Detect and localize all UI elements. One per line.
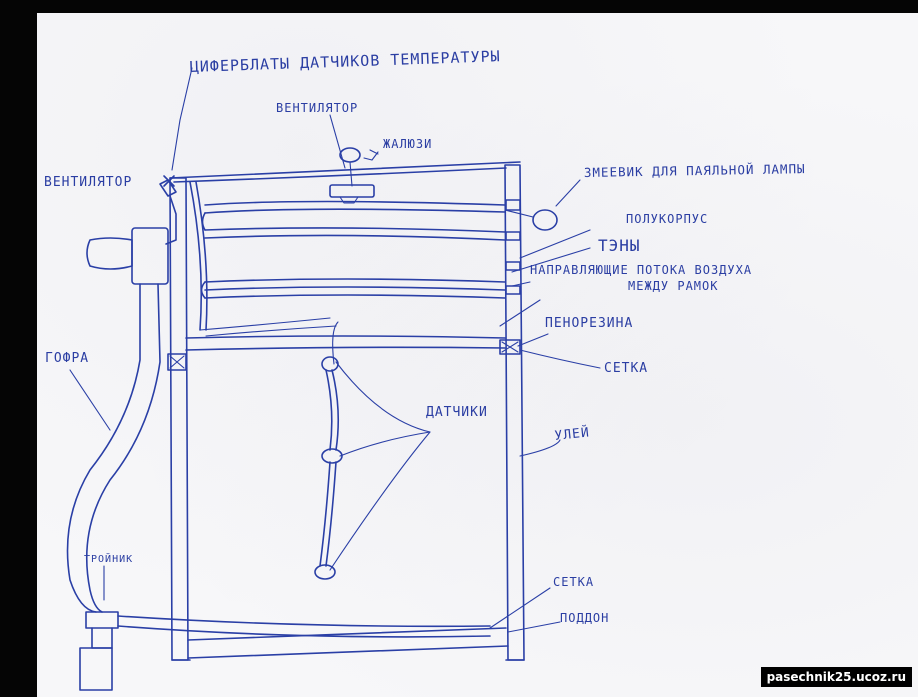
label-thermo-dials: ЦИФЕРБЛАТЫ ДАТЧИКОВ ТЕМПЕРАТУРЫ xyxy=(190,47,501,76)
coil-riser xyxy=(189,181,337,337)
label-fan-top: ВЕНТИЛЯТОР xyxy=(276,101,358,115)
sensors xyxy=(314,321,343,580)
label-tee: ТРОЙНИК xyxy=(84,552,133,565)
left-fan-and-hose xyxy=(66,175,177,613)
label-half-body: ПОЛУКОРПУС xyxy=(626,212,708,226)
top-fan xyxy=(329,147,379,204)
label-foam: ПЕНОРЕЗИНА xyxy=(545,316,633,331)
label-corrugation: ГОФРА xyxy=(45,351,89,366)
frame-bars xyxy=(167,199,521,371)
label-mesh-bottom: СЕТКА xyxy=(553,575,594,589)
tee-and-tray-pipe xyxy=(79,611,491,691)
label-airflow-guides: НАПРАВЛЯЮЩИЕ ПОТОКА ВОЗДУХА xyxy=(530,263,752,277)
label-louvers: ЖАЛЮЗИ xyxy=(383,137,432,151)
label-coil: ЗМЕЕВИК ДЛЯ ПАЯЛЬНОЙ ЛАМПЫ xyxy=(584,161,806,180)
hive-body xyxy=(169,161,525,661)
label-airflow-guides-2: МЕЖДУ РАМОК xyxy=(628,279,718,293)
label-sensors: ДАТЧИКИ xyxy=(426,405,488,420)
heaters xyxy=(200,278,506,299)
label-fan-left: ВЕНТИЛЯТОР xyxy=(44,175,132,190)
label-hive: УЛЕЙ xyxy=(554,424,591,444)
leader-lines xyxy=(69,67,601,633)
label-mesh-top: СЕТКА xyxy=(604,361,648,376)
label-heaters: ТЭНЫ xyxy=(598,236,641,255)
coil-serpentine xyxy=(201,200,558,241)
label-tray: ПОДДОН xyxy=(560,611,609,625)
sketch-paper xyxy=(37,13,918,697)
site-watermark: pasechnik25.ucoz.ru xyxy=(760,667,912,687)
